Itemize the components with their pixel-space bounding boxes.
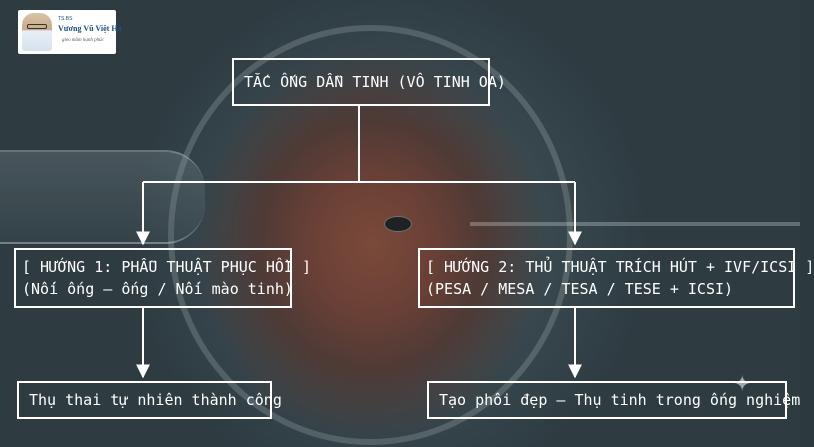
branch-1-detail: (Nối ống – ống / Nối mào tinh) — [22, 280, 293, 298]
root-node: TẮC ỐNG DẪN TINH (VÔ TINH OA) — [232, 58, 506, 106]
root-label: TẮC ỐNG DẪN TINH (VÔ TINH OA) — [244, 73, 506, 91]
branch-1-node: [ HƯỚNG 1: PHẪU THUẬT PHỤC HỒI ] (Nối ốn… — [14, 248, 311, 308]
branch-2-node: [ HƯỚNG 2: THỦ THUẬT TRÍCH HÚT + IVF/ICS… — [418, 248, 814, 308]
sparkle-icon: ✦ — [733, 372, 752, 397]
logo-name: Vương Vũ Việt Hà — [58, 24, 122, 33]
result-1-label: Thụ thai tự nhiên thành công — [29, 391, 282, 409]
holding-pipette — [0, 150, 205, 244]
logo-tagline: gieo mầm hạnh phúc — [62, 38, 104, 43]
branch-2-detail: (PESA / MESA / TESA / TESE + ICSI) — [426, 280, 734, 298]
sperm-cell — [384, 216, 412, 232]
result-2-node: Tạo phôi đẹp – Thụ tinh trong ống nghiệm — [427, 381, 801, 419]
result-1-node: Thụ thai tự nhiên thành công — [17, 381, 282, 419]
logo-prefix: TS.BS — [58, 16, 73, 22]
doctor-avatar — [22, 13, 52, 51]
branch-2-title: [ HƯỚNG 2: THỦ THUẬT TRÍCH HÚT + IVF/ICS… — [426, 258, 814, 276]
injection-needle — [470, 222, 800, 226]
branch-1-title: [ HƯỚNG 1: PHẪU THUẬT PHỤC HỒI ] — [22, 258, 311, 276]
result-2-label: Tạo phôi đẹp – Thụ tinh trong ống nghiệm — [439, 391, 801, 409]
glasses-icon — [27, 24, 47, 29]
brand-logo[interactable]: TS.BS Vương Vũ Việt Hà gieo mầm hạnh phú… — [18, 10, 122, 54]
